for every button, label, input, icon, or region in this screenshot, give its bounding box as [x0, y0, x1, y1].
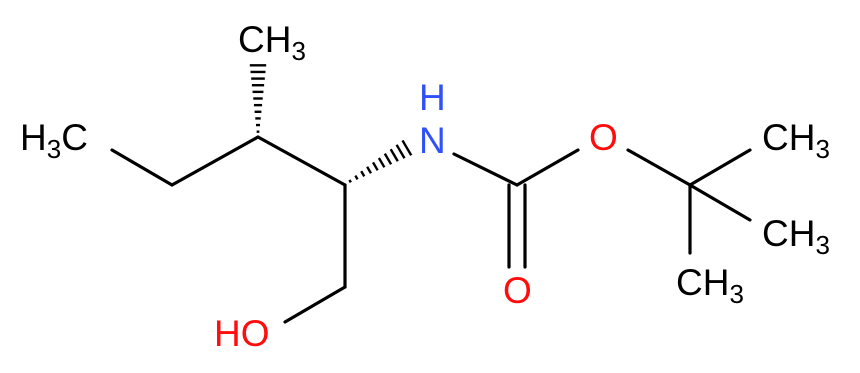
wedge-c2-n-hash [366, 166, 373, 174]
atom-label-ch3-tbu-3: CH3 [676, 262, 744, 309]
wedge-c2-n-hash [360, 170, 366, 177]
wedge-c2-n-hash [371, 161, 379, 171]
bond-carbonyl-o [515, 148, 580, 187]
atom-label-ester-oxygen: O [589, 117, 618, 158]
bond-tbu-ch3-1 [688, 148, 752, 187]
bond-o-tbu [626, 148, 692, 187]
bond-c1-oh [283, 285, 347, 324]
atom-label-ch3-tbu-1: CH3 [762, 117, 830, 164]
bond-c3-c2 [256, 135, 347, 187]
bond-tbu-ch3-2 [688, 183, 752, 222]
wedge-c2-n-hash [395, 144, 406, 159]
wedge-c2-n-hash [348, 179, 352, 183]
atom-label-nh-h: H [419, 77, 446, 118]
hashed-wedge-c3-methyl [249, 64, 267, 133]
atom-label-h3c-left: H3C [20, 117, 88, 164]
atom-label-hydroxyl: HO [214, 313, 270, 354]
wedge-c2-n-hash [389, 148, 399, 162]
bond-ch2-c3 [170, 135, 260, 187]
atom-label-carbonyl-oxygen: O [503, 270, 532, 311]
wedge-c2-n-hash [377, 157, 386, 168]
atom-label-ch3-tbu-2: CH3 [762, 213, 830, 260]
atom-label-ch3-top: CH3 [238, 19, 306, 66]
hashed-wedge-c2-nitrogen [348, 139, 413, 183]
bond-n-carbonyl [452, 152, 519, 187]
atom-label-nh-n: N [419, 120, 446, 161]
wedge-c2-n-hash [401, 139, 413, 156]
wedge-c2-n-hash [383, 152, 393, 165]
wedge-c2-n-hash [354, 174, 359, 180]
bond-ch3-ch2 [110, 148, 174, 187]
